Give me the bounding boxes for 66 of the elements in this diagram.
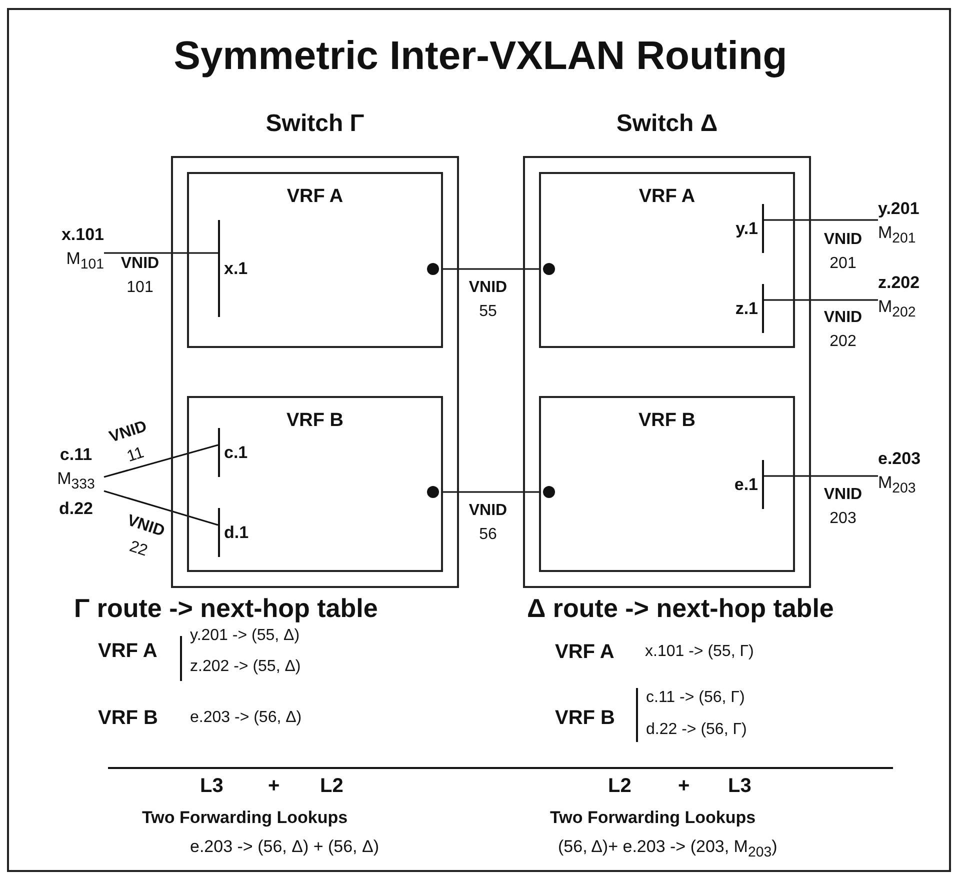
layer-label: L3 xyxy=(728,775,752,798)
mac-address: M$_{201}$ xyxy=(878,222,916,249)
edge-label: VNID 22 xyxy=(124,511,168,562)
edge-label: VNID 55 xyxy=(468,278,508,322)
diagram-title: Symmetric Inter-VXLAN Routing xyxy=(172,34,788,79)
interface-name: y.1 xyxy=(734,218,759,238)
interface-name: e.1 xyxy=(733,474,759,494)
interface-name: c.1 xyxy=(223,442,249,462)
vrf-name: VRF A xyxy=(638,186,696,208)
link-line xyxy=(427,486,555,498)
mac-address: M$_{333}$ xyxy=(57,468,95,495)
edge-label: VNID 203 xyxy=(822,485,864,529)
mac-address: M$_{101}$ xyxy=(66,248,104,275)
route-entry: d.22 -> (56, Γ) xyxy=(646,721,747,739)
vrf-box xyxy=(187,172,443,348)
route-entry: c.11 -> (56, Γ) xyxy=(646,689,745,707)
link-line xyxy=(427,263,555,275)
switch-name: Switch Γ xyxy=(264,110,366,138)
lookup-heading: Two Forwarding Lookups xyxy=(142,808,348,828)
vrf-name: VRF B xyxy=(555,707,615,730)
lookup-formula: (56, Δ)+ e.203 -> (203, M$_{203}$) xyxy=(558,837,778,860)
vrf-name: VRF A xyxy=(98,640,158,663)
edge-label: VNID 101 xyxy=(120,254,160,298)
link-line xyxy=(764,475,878,477)
layer-label: L3 xyxy=(200,775,224,798)
link-line xyxy=(104,444,218,478)
host-address: z.202 xyxy=(878,272,920,294)
link-line xyxy=(104,490,218,526)
link-line xyxy=(764,219,878,221)
route-entry: z.202 -> (55, Δ) xyxy=(190,658,301,676)
vrf-name: VRF A xyxy=(555,641,614,664)
layer-label: L2 xyxy=(320,775,344,798)
route-entry: e.203 -> (56, Δ) xyxy=(190,709,302,727)
mac-address: M$_{203}$ xyxy=(878,472,916,499)
host-address: x.101 xyxy=(61,224,104,246)
vrf-box xyxy=(539,172,795,348)
host-address: y.201 xyxy=(878,198,920,220)
lookup-heading: Two Forwarding Lookups xyxy=(550,808,756,828)
host-address: e.203 xyxy=(878,448,921,470)
lookup-formula: e.203 -> (56, Δ) + (56, Δ) xyxy=(190,837,380,857)
link-line xyxy=(104,252,218,254)
edge-label: VNID 56 xyxy=(468,501,508,545)
layer-label: L2 xyxy=(608,775,632,798)
interface-name: x.1 xyxy=(223,258,249,278)
host-address: d.22 xyxy=(58,498,94,520)
vrf-name: VRF B xyxy=(98,707,158,730)
route-entry: x.101 -> (55, Γ) xyxy=(645,643,754,661)
mac-address: M$_{202}$ xyxy=(878,296,916,323)
vrf-name: VRF A xyxy=(286,186,344,208)
table-heading: Δ route -> next-hop table xyxy=(527,593,834,624)
link-line xyxy=(764,299,878,301)
plus-sign: + xyxy=(268,775,280,798)
edge-label: VNID 202 xyxy=(822,308,864,352)
route-entry: y.201 -> (55, Δ) xyxy=(190,627,300,645)
host-address: c.11 xyxy=(60,444,92,466)
switch-name: Switch Δ xyxy=(615,110,719,138)
edge-label: VNID 201 xyxy=(822,230,864,274)
edge-label: VNID 11 xyxy=(106,417,150,468)
plus-sign: + xyxy=(678,775,690,798)
vrf-box xyxy=(187,396,443,572)
table-heading: Γ route -> next-hop table xyxy=(74,593,378,624)
vrf-name: VRF B xyxy=(286,410,344,432)
interface-name: d.1 xyxy=(223,522,250,542)
vrf-name: VRF B xyxy=(638,410,696,432)
interface-name: z.1 xyxy=(734,298,759,318)
vrf-box xyxy=(539,396,795,572)
